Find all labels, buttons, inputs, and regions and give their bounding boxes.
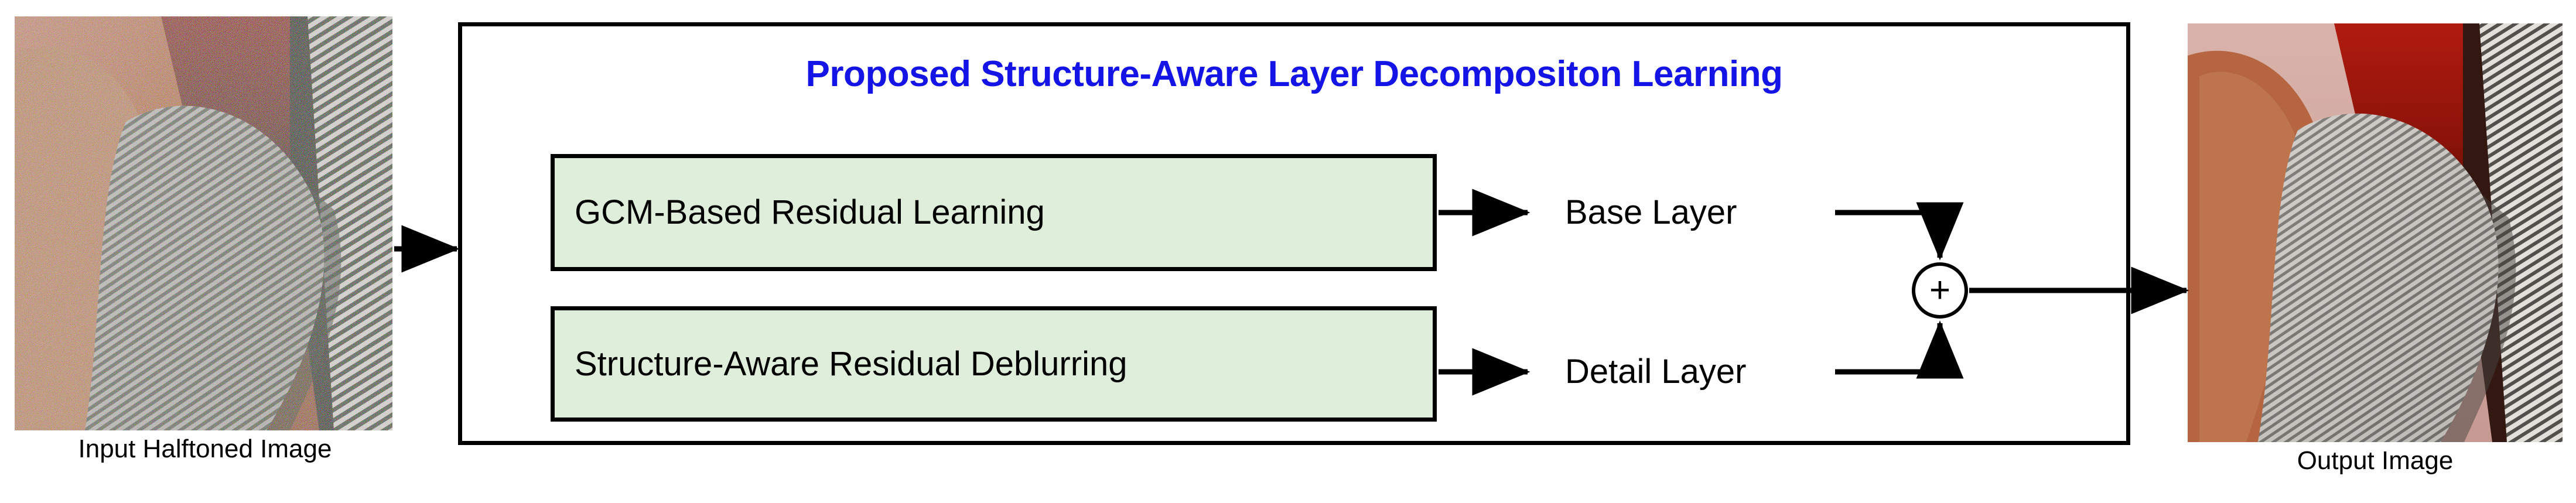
block-structure-label: Structure-Aware Residual Deblurring — [575, 344, 1128, 383]
label-detail-layer: Detail Layer — [1565, 353, 1747, 391]
block-gcm-label: GCM-Based Residual Learning — [575, 193, 1045, 231]
input-halftoned-image — [15, 16, 392, 430]
output-image — [2188, 23, 2563, 442]
output-image-caption: Output Image — [2297, 446, 2454, 475]
label-base-layer: Base Layer — [1565, 193, 1737, 231]
plus-icon: + — [1929, 270, 1951, 310]
page-title: Proposed Structure-Aware Layer Decomposi… — [805, 54, 1783, 94]
block-structure-aware-residual-deblurring[interactable]: Structure-Aware Residual Deblurring — [551, 306, 1437, 422]
block-gcm-based-residual-learning[interactable]: GCM-Based Residual Learning — [551, 154, 1437, 271]
input-image-caption: Input Halftoned Image — [78, 434, 332, 463]
addition-operator-node: + — [1912, 262, 1968, 319]
